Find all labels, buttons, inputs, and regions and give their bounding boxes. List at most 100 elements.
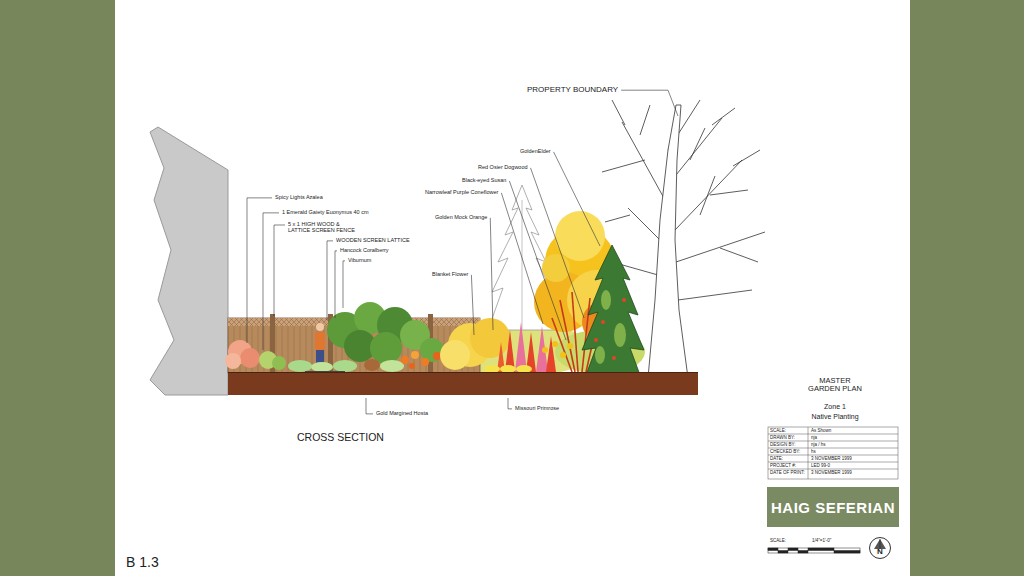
lattice-slat <box>300 318 308 326</box>
leader-line <box>471 275 474 335</box>
lattice-slat <box>450 318 458 326</box>
scale-bar-part <box>788 548 798 551</box>
lattice-slat <box>290 318 298 326</box>
lattice-slat <box>290 318 298 326</box>
lattice-slat <box>255 318 263 326</box>
coneflower-spikes-part <box>515 322 527 372</box>
north-arrow: N <box>869 537 891 559</box>
hosta-row-part <box>288 360 312 372</box>
fence-callout: WOODEN SCREEN LATTICE <box>336 238 410 244</box>
lattice-slat <box>295 318 303 326</box>
red-osier-dogwood-part <box>572 292 578 372</box>
lattice-slat <box>305 318 313 326</box>
hosta-row <box>288 359 404 372</box>
title-block-key: CHECKED BY: <box>770 450 800 455</box>
lattice-slat <box>295 318 303 326</box>
deciduous-tree-part <box>690 128 705 160</box>
lattice-slat <box>280 318 288 326</box>
conifer-highlight-part <box>595 346 605 364</box>
lattice-slat <box>280 318 288 326</box>
leader-line <box>490 218 493 330</box>
title-block-value: 3 NOVEMBER 1999 <box>811 457 852 462</box>
euonymus-shrub-part <box>272 356 286 370</box>
scale-value: 1/4"=1'-0" <box>812 539 831 544</box>
golden-mock-orange-part <box>470 318 510 358</box>
zone-title: Zone 1 <box>824 403 846 410</box>
deciduous-tree-part <box>733 150 760 166</box>
lattice-slat <box>440 318 448 326</box>
hosta-row-part <box>333 360 357 372</box>
conifer-berries-part <box>612 356 616 360</box>
scale-bar-part <box>798 551 808 554</box>
golden-elder-part <box>542 254 570 282</box>
lattice-slat <box>260 318 268 326</box>
conifer-highlight-part <box>614 323 626 347</box>
leader-line <box>327 241 333 320</box>
lattice-slat <box>435 318 443 326</box>
lattice-slat <box>235 318 243 326</box>
conifer-highlight-part <box>601 290 611 310</box>
leader-line <box>509 181 566 340</box>
title-block-key: DATE OF PRINT: <box>770 471 805 476</box>
blanket-flowers-part <box>401 356 409 364</box>
deciduous-tree-part <box>700 176 715 215</box>
firm-name: HAIG SEFERIAN <box>771 500 895 515</box>
euonymus-shrub <box>259 351 286 370</box>
lattice-slat <box>435 318 443 326</box>
plan-title: MASTER GARDEN PLAN <box>804 377 866 393</box>
hosta-row-part <box>364 359 380 371</box>
black-eyed-susan-part <box>552 341 558 347</box>
missouri-primrose-part <box>516 365 532 373</box>
plant-callout: Viburnum <box>348 258 371 264</box>
plant-callout: Red Osier Dogwood <box>478 165 528 171</box>
leader-line <box>343 261 345 308</box>
hosta-row-part <box>380 360 404 372</box>
title-block-key: DRAWN BY: <box>770 436 795 441</box>
golden-elder-part <box>555 211 605 261</box>
house-wall <box>150 127 228 395</box>
scale-key: SCALE: <box>770 539 786 544</box>
title-block-part <box>768 448 898 449</box>
boundary-label: PROPERTY BOUNDARY <box>527 86 618 94</box>
plant-callout: Narrowleaf Purple Coneflower <box>425 190 498 196</box>
blanket-flowers-part <box>433 352 441 360</box>
gardener-figure-part <box>315 332 325 350</box>
green-shrubs-part <box>370 332 402 364</box>
leader-line <box>501 193 543 324</box>
black-eyed-susan <box>542 341 573 358</box>
title-block-value: hs <box>811 450 816 455</box>
deciduous-tree-part <box>628 208 660 240</box>
lattice-slat <box>255 318 263 326</box>
title-block <box>768 427 898 479</box>
deciduous-tree-part <box>612 100 625 125</box>
deciduous-tree-part <box>678 290 752 300</box>
lattice-slat <box>445 318 453 326</box>
leader-line <box>274 225 285 316</box>
plant-callout: GoldenElder <box>520 149 551 155</box>
lattice-slat <box>235 318 243 326</box>
leader-line <box>554 152 600 246</box>
hosta-row-part <box>311 362 333 372</box>
deciduous-tree-part <box>622 122 665 200</box>
fence-callout: 5 x 1 HIGH WOOD & LATTICE SCREEN FENCE <box>288 222 358 234</box>
deciduous-tree-part <box>712 108 735 125</box>
plant-callout: Spicy Lights Azalea <box>275 195 323 201</box>
deciduous-tree-part <box>648 105 688 378</box>
deciduous-tree-part <box>640 105 650 135</box>
title-block-part <box>768 462 898 463</box>
title-block-key: DESIGN BY: <box>770 443 796 448</box>
fence-board <box>258 326 259 373</box>
lattice-slat <box>228 318 233 326</box>
coneflower-spikes <box>497 322 556 372</box>
blanket-flowers-part <box>409 363 415 369</box>
lattice-slat <box>250 318 258 326</box>
title-block-value: As Shown <box>811 429 831 434</box>
title-block-part <box>768 427 898 479</box>
title-block-part <box>808 427 809 479</box>
conifer-berries <box>594 298 626 360</box>
drawing-number: B 1.3 <box>126 555 159 570</box>
missouri-primrose-part <box>500 365 516 373</box>
scale-bar-part <box>834 551 860 554</box>
title-block-part <box>768 455 898 456</box>
deciduous-tree-part <box>675 160 742 230</box>
